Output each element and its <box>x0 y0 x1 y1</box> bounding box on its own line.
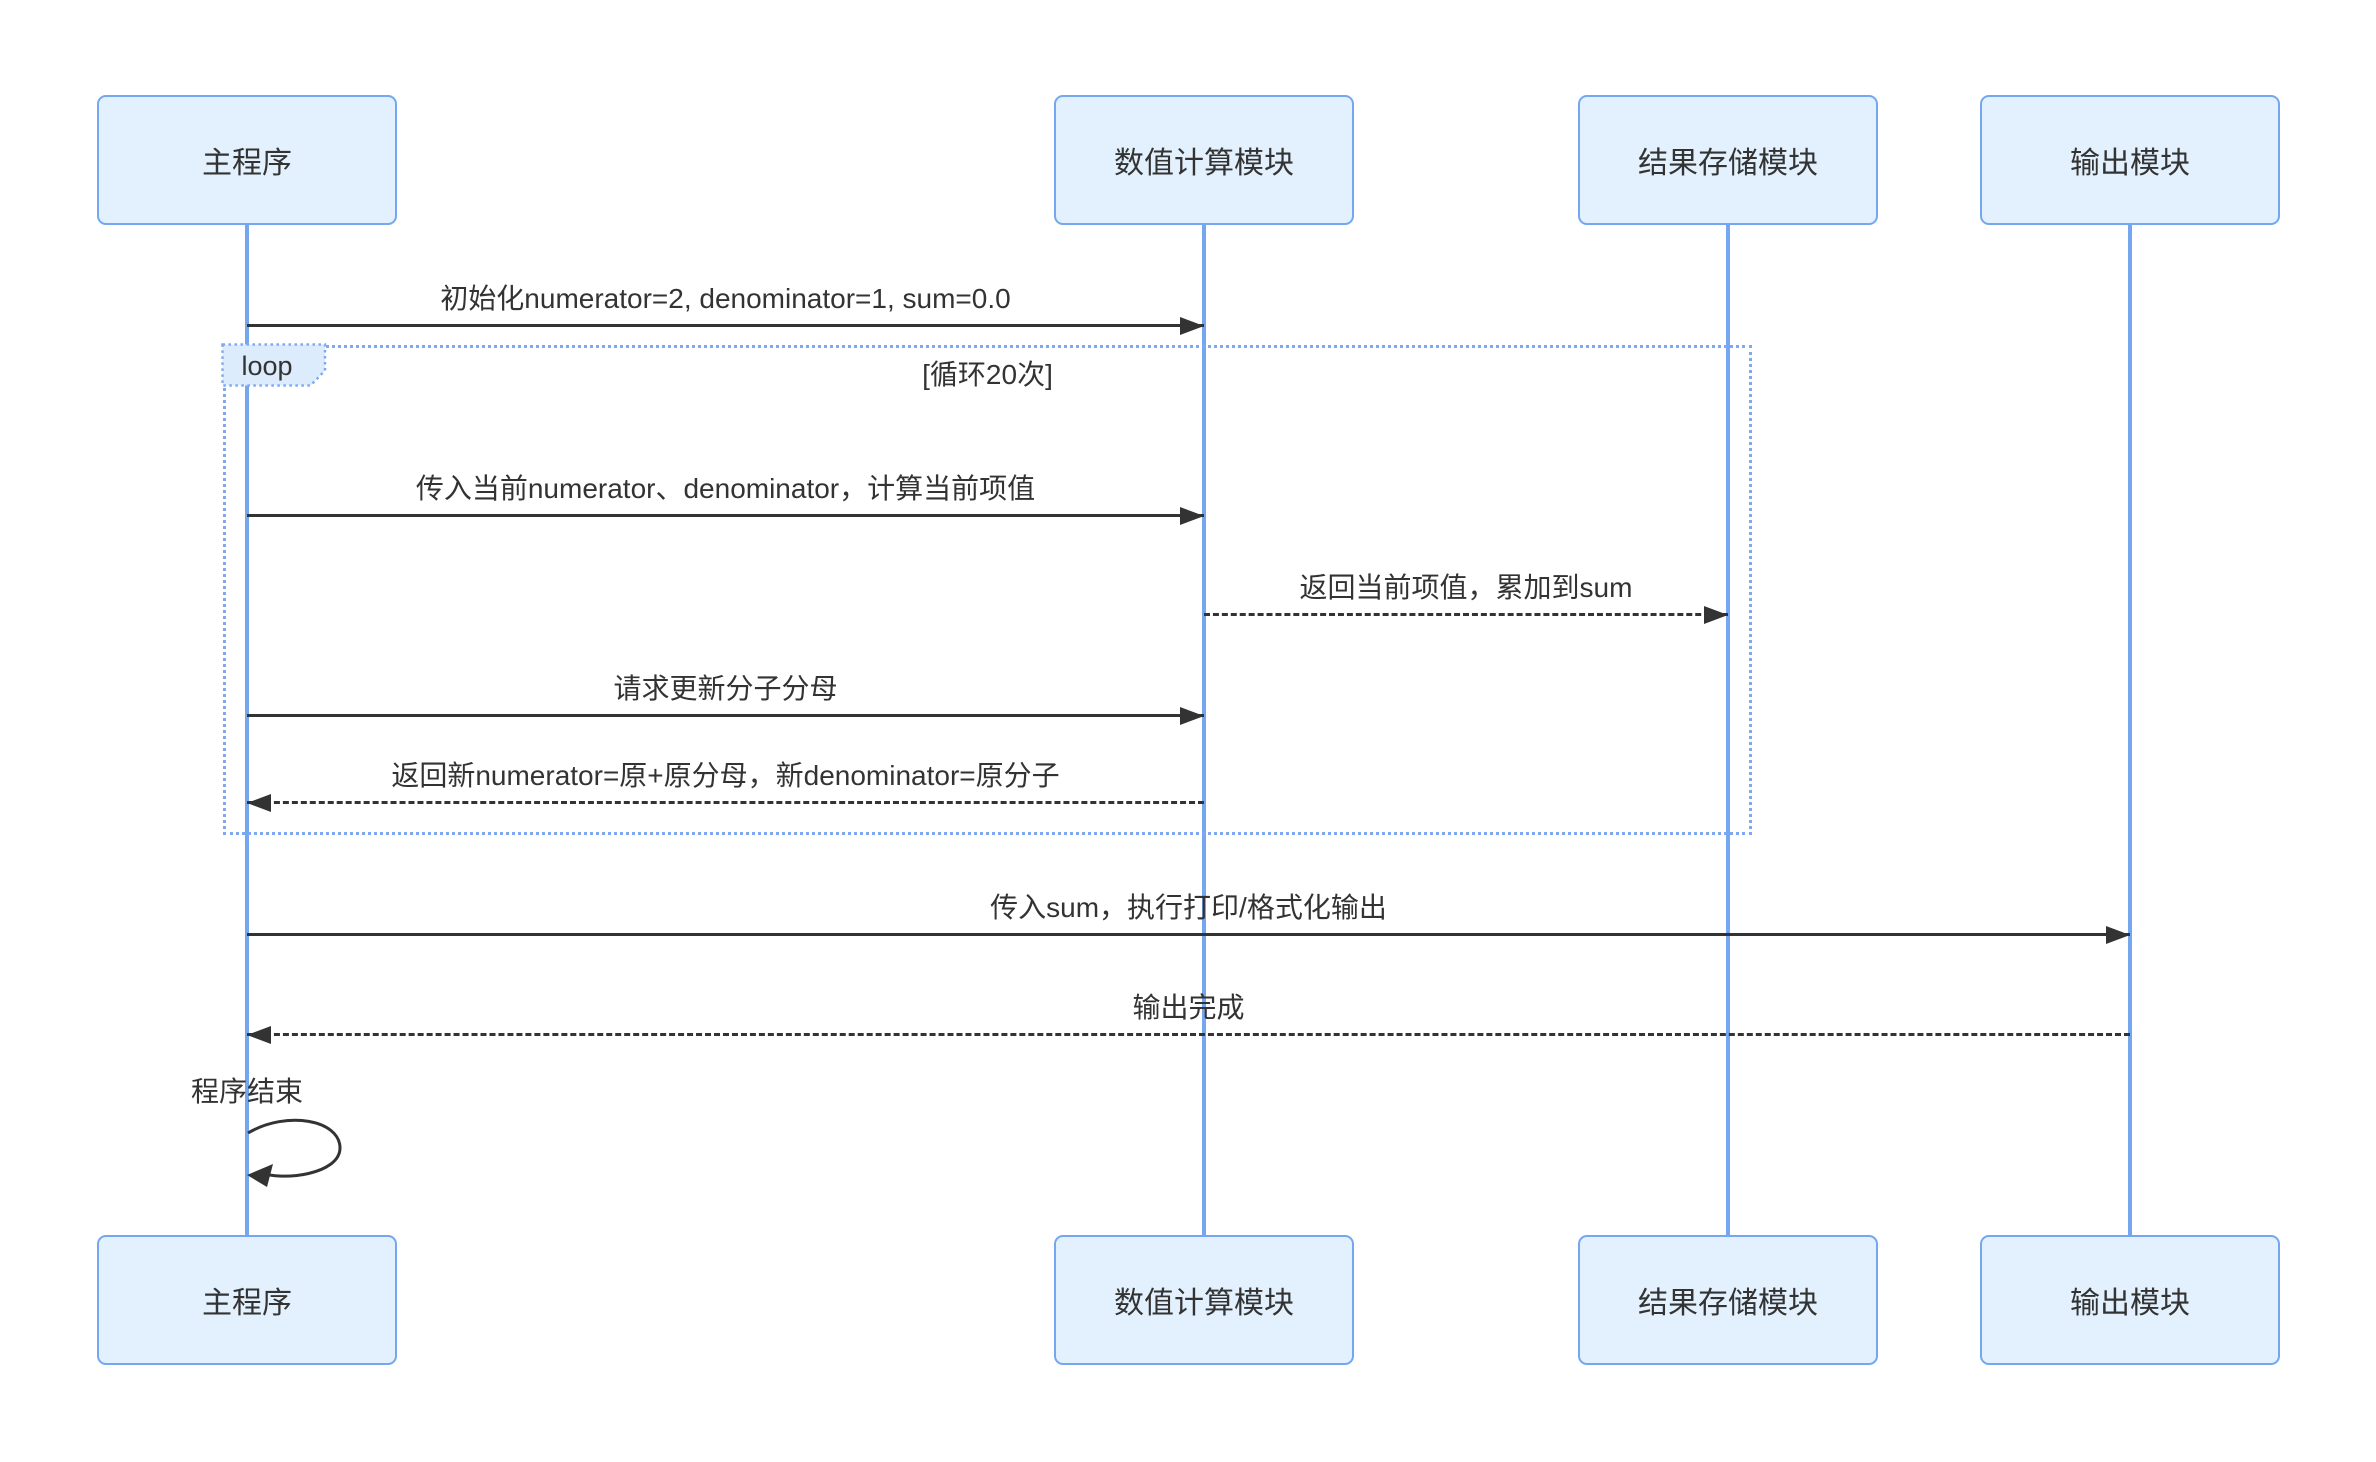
participant-label: 数值计算模块 <box>1114 1287 1294 1320</box>
message-label: 输出完成 <box>1132 992 1245 1023</box>
message-label: 请求更新分子分母 <box>613 673 838 704</box>
arrowhead-left-icon <box>247 794 271 812</box>
participant-label: 主程序 <box>202 1287 292 1320</box>
lifeline-calc-module <box>1202 225 1206 1235</box>
participant-store-module-top: 结果存储模块 <box>1578 95 1878 225</box>
participant-output-module-top: 输出模块 <box>1980 95 2280 225</box>
message-label: 程序结束 <box>190 1076 303 1107</box>
arrowhead-right-icon <box>1180 317 1204 335</box>
participant-label: 结果存储模块 <box>1638 147 1818 180</box>
participant-calc-module-bottom: 数值计算模块 <box>1054 1235 1354 1365</box>
lifeline-main-program <box>245 225 249 1235</box>
message-arrow-line <box>247 933 2130 936</box>
participant-label: 主程序 <box>202 147 292 180</box>
arrowhead-left-icon <box>247 1026 271 1044</box>
message-label: 返回当前项值，累加到sum <box>1299 572 1633 603</box>
arrowhead-right-icon <box>1180 507 1204 525</box>
participant-label: 输出模块 <box>2070 147 2190 180</box>
loop-condition: [循环20次] <box>922 359 1053 390</box>
loop-frame <box>223 345 1752 835</box>
participant-main-program-top: 主程序 <box>97 95 397 225</box>
message-arrow-line <box>247 801 1204 804</box>
message-label: 返回新numerator=原+原分母，新denominator=原分子 <box>391 760 1060 791</box>
lifeline-store-module <box>1726 225 1730 1235</box>
message-arrow-line <box>247 714 1204 717</box>
participant-store-module-bottom: 结果存储模块 <box>1578 1235 1878 1365</box>
arrowhead-right-icon <box>1704 606 1728 624</box>
participant-label: 结果存储模块 <box>1638 1287 1818 1320</box>
message-label: 传入当前numerator、denominator，计算当前项值 <box>415 473 1036 504</box>
loop-label: loop <box>241 351 293 381</box>
participant-main-program-bottom: 主程序 <box>97 1235 397 1365</box>
participant-label: 输出模块 <box>2070 1287 2190 1320</box>
loop-label-shape <box>221 343 327 387</box>
participant-label: 数值计算模块 <box>1114 147 1294 180</box>
message-arrow-line <box>1204 613 1728 616</box>
arrowhead-right-icon <box>1180 707 1204 725</box>
message-arrow-line <box>247 514 1204 517</box>
lifeline-output-module <box>2128 225 2132 1235</box>
message-arrow-line <box>247 324 1204 327</box>
message-arrow-line <box>247 1033 2130 1036</box>
participant-output-module-bottom: 输出模块 <box>1980 1235 2280 1365</box>
message-label: 初始化numerator=2, denominator=1, sum=0.0 <box>440 283 1011 314</box>
self-loop-arrow-icon <box>247 1118 342 1187</box>
message-label: 传入sum，执行打印/格式化输出 <box>990 892 1387 923</box>
participant-calc-module-top: 数值计算模块 <box>1054 95 1354 225</box>
arrowhead-right-icon <box>2106 926 2130 944</box>
